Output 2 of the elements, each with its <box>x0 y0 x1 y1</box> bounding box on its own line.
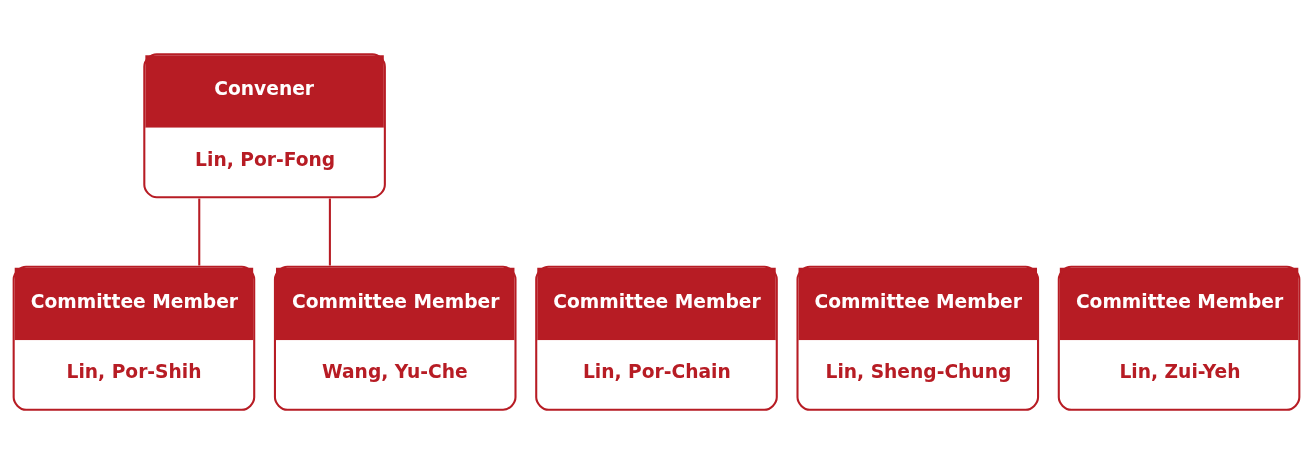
connector <box>328 198 331 265</box>
connector <box>198 198 201 265</box>
